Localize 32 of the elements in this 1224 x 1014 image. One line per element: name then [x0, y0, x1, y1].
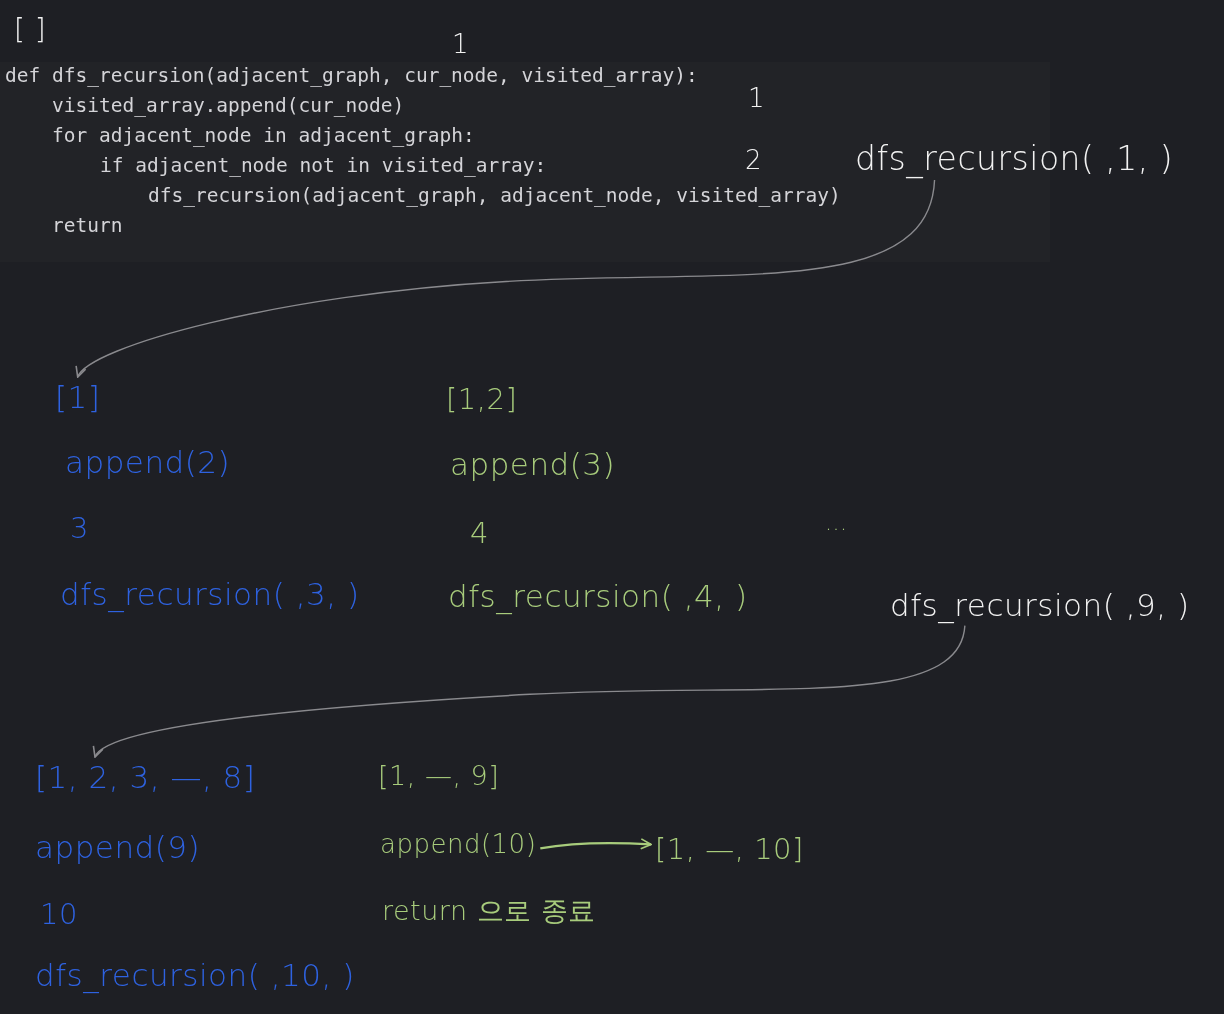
code-line: if adjacent_node not in visited_array:: [100, 155, 547, 178]
handwritten-note: append(2): [65, 445, 231, 481]
handwritten-note: [1, —, 9]: [378, 760, 500, 792]
handwritten-note: 10: [40, 898, 78, 932]
arrow: [94, 624, 966, 758]
handwritten-note: 3: [70, 512, 89, 546]
handwritten-note: append(10): [380, 830, 537, 860]
handwritten-note: dfs_recursion( ,10, ): [35, 958, 355, 994]
handwritten-note: [1, 2, 3, —, 8]: [35, 760, 256, 796]
arrow: [540, 838, 652, 850]
ellipsis: ...: [825, 510, 848, 536]
handwritten-note: [1,2]: [446, 383, 518, 417]
handwritten-note: 1: [748, 84, 766, 114]
handwritten-note: [1, —, 10]: [655, 833, 804, 867]
handwritten-note: 4: [470, 517, 489, 551]
handwritten-note: [1]: [55, 380, 101, 416]
code-line: dfs_recursion(adjacent_graph, adjacent_node, visited_array): [148, 185, 841, 208]
code-line: visited_array.append(cur_node): [52, 95, 405, 118]
code-line: return: [52, 215, 123, 238]
handwritten-note: dfs_recursion( ,4, ): [448, 579, 748, 615]
empty-list: [ ]: [14, 14, 47, 47]
handwritten-note: 2: [745, 146, 763, 176]
handwritten-note: return 으로 종료: [382, 895, 596, 927]
handwritten-note: append(3): [450, 447, 616, 483]
handwritten-note: 1: [452, 30, 470, 60]
handwritten-note: dfs_recursion( ,3, ): [60, 577, 360, 613]
code-line: for adjacent_node in adjacent_graph:: [52, 125, 475, 148]
handwritten-note: dfs_recursion( ,1, ): [855, 140, 1174, 178]
code-line: def dfs_recursion(adjacent_graph, cur_node, visited_array):: [5, 65, 698, 88]
arrow: [76, 179, 936, 378]
handwritten-note: append(9): [35, 830, 201, 866]
handwritten-note: dfs_recursion( ,9, ): [890, 588, 1190, 624]
